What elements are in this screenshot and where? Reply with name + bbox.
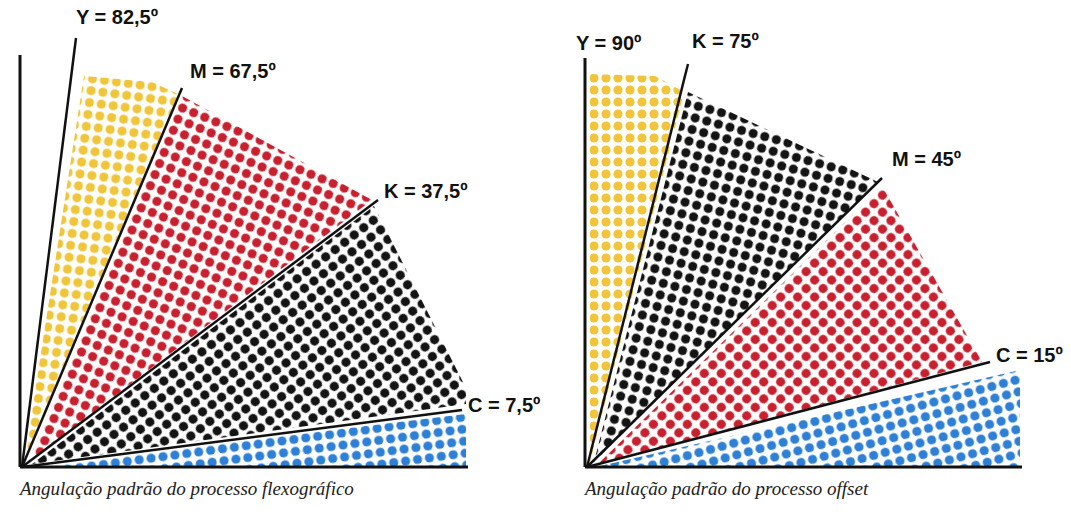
angle-label: Y = 90º <box>574 32 643 55</box>
angle-label: M = 67,5º <box>188 60 278 83</box>
caption-text: Angulação padrão do processo flexográfic… <box>20 478 354 500</box>
angle-label: K = 75º <box>690 30 761 53</box>
angle-label: C = 15º <box>994 344 1065 367</box>
caption-text: Angulação padrão do processo offset <box>585 478 868 500</box>
angle-label: Y = 82,5º <box>74 6 160 29</box>
angle-label: K = 37,5º <box>382 180 469 203</box>
angle-label: C = 7,5º <box>466 394 542 417</box>
angle-label: M = 45º <box>890 148 963 171</box>
